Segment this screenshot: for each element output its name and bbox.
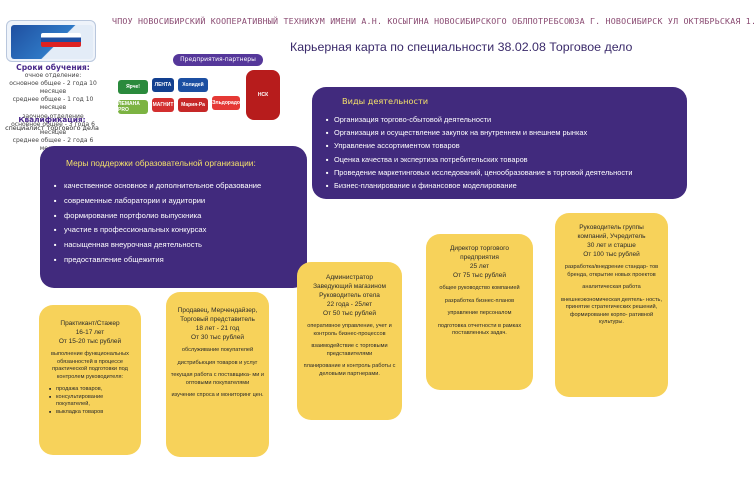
career-salary: От 15-20 тыс рублей bbox=[58, 338, 122, 345]
list-item: качественное основное и дополнительное о… bbox=[54, 179, 261, 194]
career-salary: От 75 тыс рублей bbox=[453, 272, 506, 279]
partner-logo: Мария-Ра bbox=[178, 98, 208, 112]
career-title: Директор торгового bbox=[450, 245, 509, 252]
support-list: качественное основное и дополнительное о… bbox=[54, 179, 261, 268]
study-terms: Сроки обучения: очное отделение: основно… bbox=[2, 63, 104, 153]
list-item: Оценка качества и экспертиза потребитель… bbox=[326, 153, 633, 166]
list-item: Управление ассортиментом товаров bbox=[326, 139, 633, 152]
career-duty: аналитическая работа bbox=[582, 284, 641, 290]
qualification-heading: Квалификация: bbox=[18, 115, 86, 124]
partner-logo: НСК bbox=[246, 70, 280, 120]
career-title: Руководитель группы bbox=[579, 224, 644, 231]
activities-panel: Виды деятельности Организация торгово-сб… bbox=[312, 87, 687, 199]
career-duty: взаимодействие с торговыми представителя… bbox=[311, 343, 388, 357]
activities-list: Организация торгово-сбытовой деятельност… bbox=[326, 113, 633, 192]
list-item: Организация торгово-сбытовой деятельност… bbox=[326, 113, 633, 126]
career-duty: обслуживание покупателей bbox=[181, 347, 254, 353]
page-title: Карьерная карта по специальности 38.02.0… bbox=[290, 40, 633, 54]
study-line: заочное отделение bbox=[22, 112, 84, 120]
career-salary: От 30 тыс рублей bbox=[191, 334, 244, 341]
career-duty: управление персоналом bbox=[447, 310, 512, 316]
career-salary: От 100 тыс рублей bbox=[583, 251, 640, 258]
list-item: участие в профессиональных конкурсах bbox=[54, 223, 261, 238]
qualification-value: специалист торгового дела bbox=[5, 124, 99, 132]
activities-title: Виды деятельности bbox=[342, 96, 429, 106]
support-title: Меры поддержки образовательной организац… bbox=[66, 158, 256, 168]
college-name: ЧПОУ НОВОСИБИРСКИЙ КООПЕРАТИВНЫЙ ТЕХНИКУ… bbox=[112, 16, 756, 26]
career-title: предприятия bbox=[460, 254, 499, 261]
partner-logo: Эльдорадо bbox=[212, 96, 240, 110]
career-bullets: продажа товаров, консультирование покупа… bbox=[43, 386, 137, 416]
career-card-administrator: Администратор Заведующий магазином Руков… bbox=[297, 262, 402, 420]
career-duty: выполнение функциональных обязанностей в… bbox=[51, 351, 129, 380]
study-line: очное отделение: bbox=[24, 72, 82, 80]
list-item: Организация и осуществление закупок на в… bbox=[326, 126, 633, 139]
list-item: насыщенная внеурочная деятельность bbox=[54, 238, 261, 253]
career-age: 18 лет - 21 год bbox=[195, 325, 240, 332]
career-title: Практикант/Стажер bbox=[60, 320, 120, 327]
list-item: продажа товаров, bbox=[49, 386, 137, 394]
career-card-intern: Практикант/Стажер 16-17 лет От 15-20 тыс… bbox=[39, 305, 141, 455]
flag-icon bbox=[41, 33, 81, 47]
career-duty: дистрибьюция товаров и услуг bbox=[177, 359, 258, 366]
career-card-seller: Продавец, Мерчендайзер, Торговый предста… bbox=[166, 292, 269, 457]
list-item: Бизнес-планирование и финансовое моделир… bbox=[326, 179, 633, 192]
list-item: Проведение маркетинговых исследований, ц… bbox=[326, 166, 633, 179]
partner-logos: Ярче! ЛЕНТА Холидей ЛЕМАНА PRO МАГНИТ Ма… bbox=[118, 68, 303, 124]
study-line: основное общее - 2 года 10 месяцев bbox=[9, 80, 97, 96]
career-duty: внешнеэкономическая деятель- ность, прин… bbox=[560, 296, 663, 326]
list-item: современные лаборатории и аудитории bbox=[54, 194, 261, 209]
career-card-group-head: Руководитель группы компаний, Учредитель… bbox=[555, 213, 668, 397]
career-age: 16-17 лет bbox=[75, 329, 105, 336]
career-card-director: Директор торгового предприятия 25 лет От… bbox=[426, 234, 533, 390]
qualification: Квалификация: специалист торгового дела bbox=[4, 115, 100, 133]
career-title: Администратор bbox=[326, 274, 373, 281]
career-duty: разработка бизнес-планов bbox=[444, 297, 515, 304]
career-duty: оперативное управление, учет и контроль … bbox=[307, 323, 392, 337]
study-line: среднее общее - 1 год 10 месяцев bbox=[12, 96, 94, 112]
study-terms-heading: Сроки обучения: bbox=[16, 63, 90, 72]
career-duty: разработка/внедрение стандар- тов бренда… bbox=[564, 264, 659, 278]
career-age: 25 лет bbox=[469, 263, 490, 270]
list-item: выкладка товаров bbox=[49, 409, 137, 417]
college-logo bbox=[6, 20, 96, 62]
partners-label: Предприятия-партнеры bbox=[173, 54, 263, 66]
career-age: 22 года - 25лет bbox=[326, 301, 373, 308]
partner-logo: ЛЕНТА bbox=[152, 78, 174, 92]
career-duty: общее руководство компанией bbox=[439, 285, 520, 291]
partner-logo: Холидей bbox=[178, 78, 208, 92]
list-item: предоставление общежития bbox=[54, 253, 261, 268]
study-line: основное общее - 3 года 6 месяцев bbox=[11, 120, 95, 136]
list-item: формирование портфолио выпускника bbox=[54, 209, 261, 224]
list-item: консультирование покупателей, bbox=[49, 394, 137, 409]
career-salary: От 50 тыс рублей bbox=[323, 310, 376, 317]
career-duty: изучение спроса и мониторинг цен. bbox=[171, 392, 264, 398]
support-panel: Меры поддержки образовательной организац… bbox=[40, 146, 307, 288]
partner-logo: ЛЕМАНА PRO bbox=[118, 100, 148, 114]
career-title: компаний, Учредитель bbox=[577, 233, 646, 240]
career-title: Продавец, Мерчендайзер, bbox=[177, 307, 258, 314]
career-title: Торговый представитель bbox=[180, 316, 255, 323]
partner-logo: Ярче! bbox=[118, 80, 148, 94]
partner-logo: МАГНИТ bbox=[152, 98, 174, 112]
career-title: Заведующий магазином bbox=[313, 283, 386, 290]
career-duty: текущая работа с поставщика- ми и оптовы… bbox=[170, 372, 265, 386]
career-duty: планирование и контроль работы с деловым… bbox=[303, 363, 396, 377]
career-duty: подготовка отчетности в рамках поставлен… bbox=[437, 322, 522, 337]
career-title: Руководитель отела bbox=[319, 292, 380, 299]
career-age: 30 лет и старше bbox=[587, 242, 636, 249]
